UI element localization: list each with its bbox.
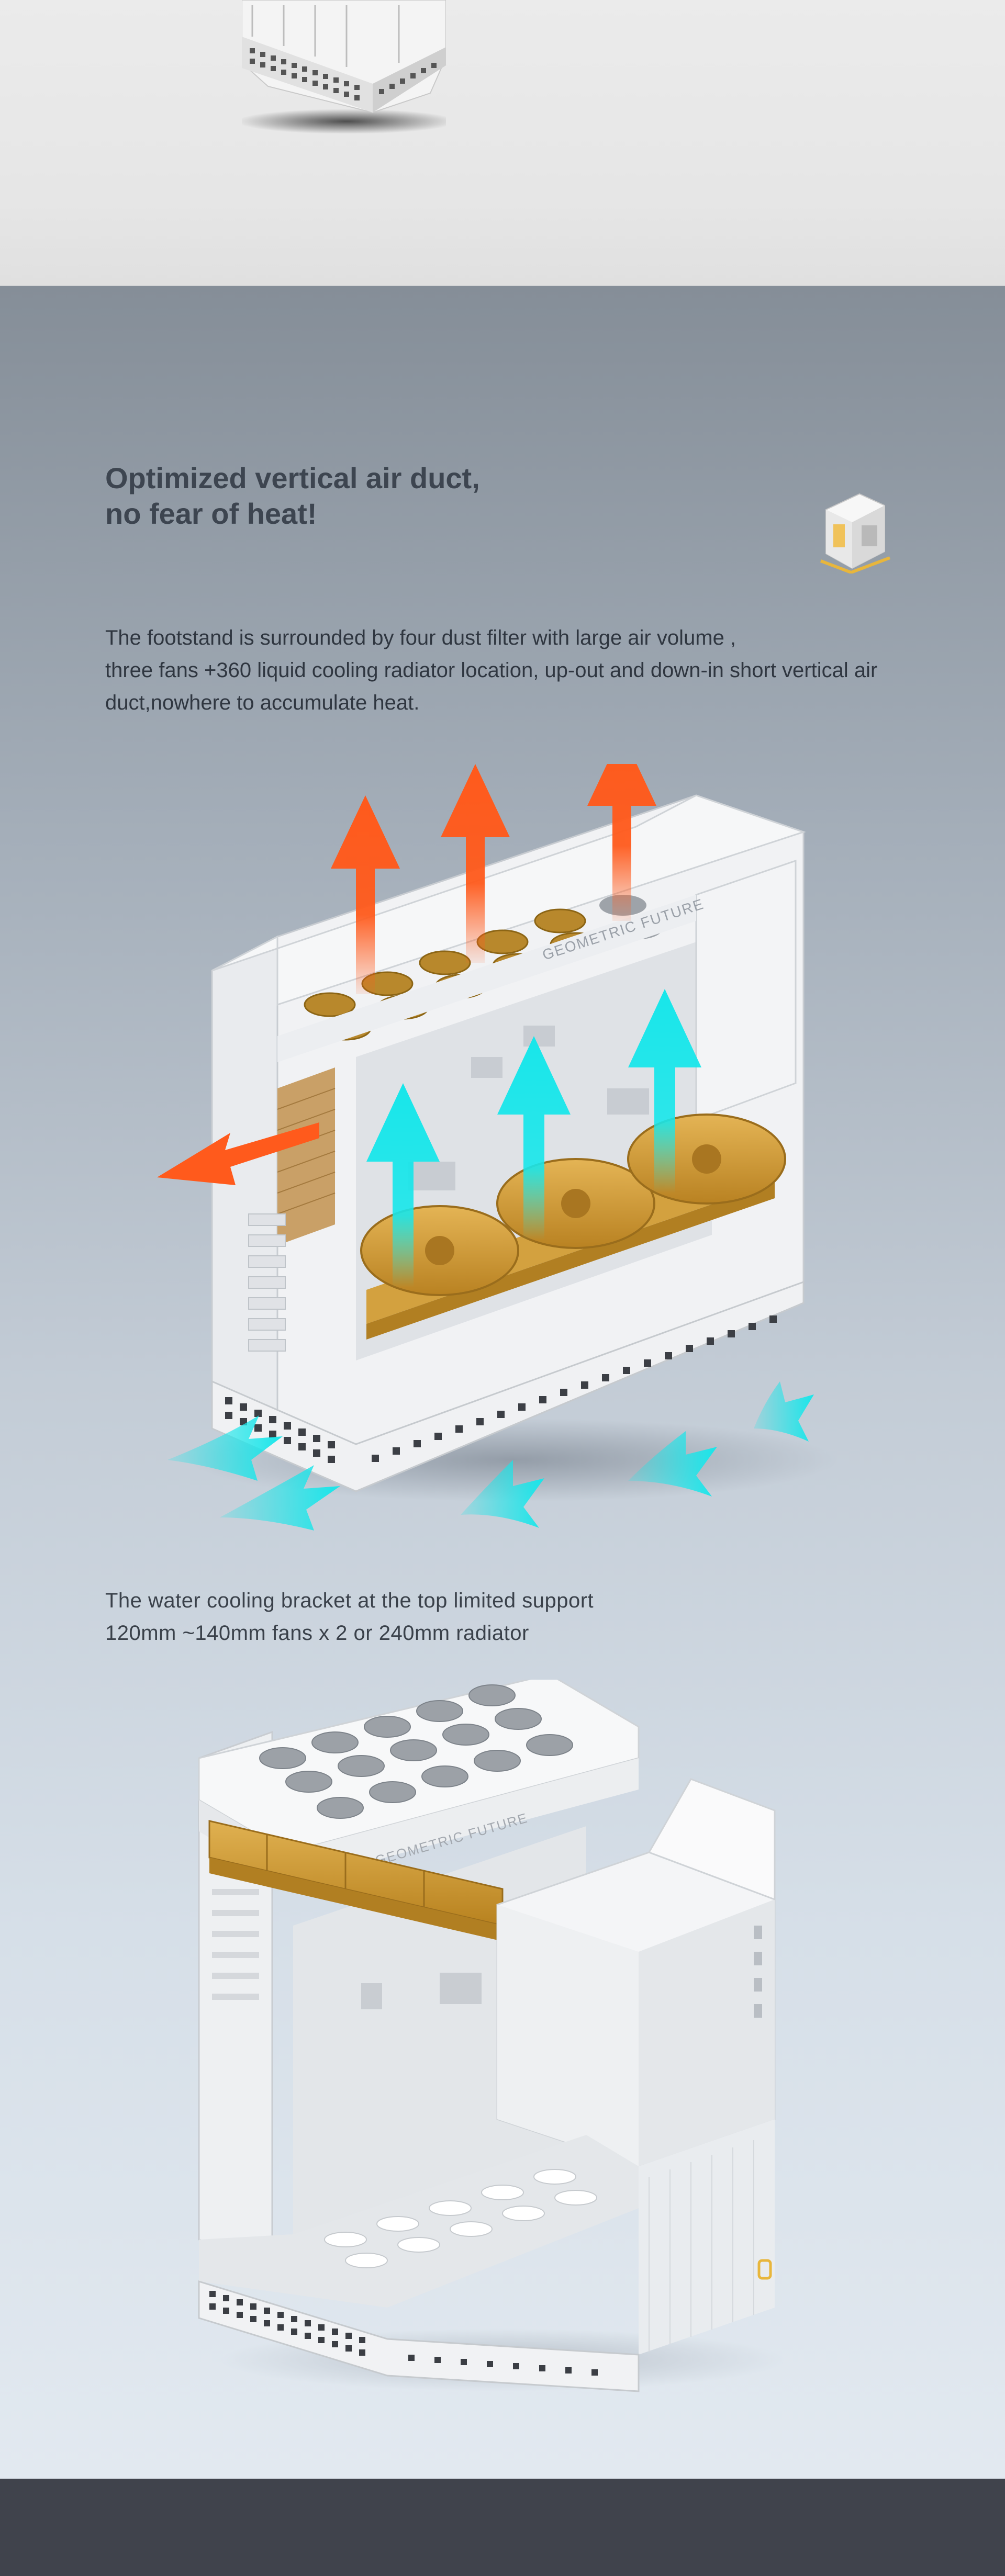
footer-bar	[0, 2479, 1005, 2576]
bracket-line-1: The water cooling bracket at the top lim…	[105, 1589, 594, 1612]
bracket-description: The water cooling bracket at the top lim…	[105, 1584, 838, 1649]
section-description: The footstand is surrounded by four dust…	[105, 622, 922, 719]
description-line-2: three fans +360 liquid cooling radiator …	[105, 659, 878, 682]
description-line-1: The footstand is surrounded by four dust…	[105, 626, 736, 649]
title-line-1: Optimized vertical air duct,	[105, 462, 480, 494]
case-bottom-render	[242, 0, 446, 133]
bracket-case-render: GEOMETRIC FUTURE	[198, 1680, 785, 2392]
mini-case-icon	[820, 493, 891, 573]
bracket-line-2: 120mm ~140mm fans x 2 or 240mm radiator	[105, 1622, 529, 1645]
previous-section-band	[0, 0, 1005, 286]
description-line-3: duct,nowhere to accumulate heat.	[105, 691, 420, 714]
power-button-icon	[757, 2259, 772, 2280]
airflow-case-render: GEOMETRIC FUTURE	[157, 764, 838, 1531]
section-title: Optimized vertical air duct, no fear of …	[105, 460, 576, 532]
title-line-2: no fear of heat!	[105, 497, 317, 530]
